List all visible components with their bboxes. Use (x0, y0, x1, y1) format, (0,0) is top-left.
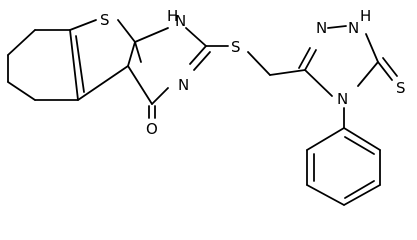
pyrimidinone-ring (127, 27, 211, 105)
triazole-n1-label: N (316, 19, 327, 37)
thiophene-ring (69, 19, 136, 101)
thioether-linker (205, 45, 306, 76)
cyclohexene-ring (7, 29, 79, 101)
triazole-nh-n-label: N (348, 19, 359, 37)
carbonyl-oxygen-label: O (146, 120, 158, 138)
triazole-nh-h-label: H (360, 7, 371, 25)
carbonyl-bond (148, 105, 156, 119)
triazole-n4-label: N (337, 90, 348, 108)
triazole-ring (298, 25, 398, 97)
pyrimidine-n3-label: N (178, 76, 189, 94)
thione-sulfur-label: S (396, 79, 406, 97)
thiophene-sulfur-label: S (100, 11, 110, 29)
pyrimidine-nh-h-label: H (167, 7, 178, 25)
structure-canvas: S H N N O S N H N N S (7, 7, 406, 206)
pyrimidine-nh-n-label: N (175, 12, 186, 30)
molecule-diagram: S H N N O S N H N N S (7, 7, 406, 206)
phenyl-ring (306, 107, 381, 206)
thioether-sulfur-label: S (231, 38, 241, 56)
